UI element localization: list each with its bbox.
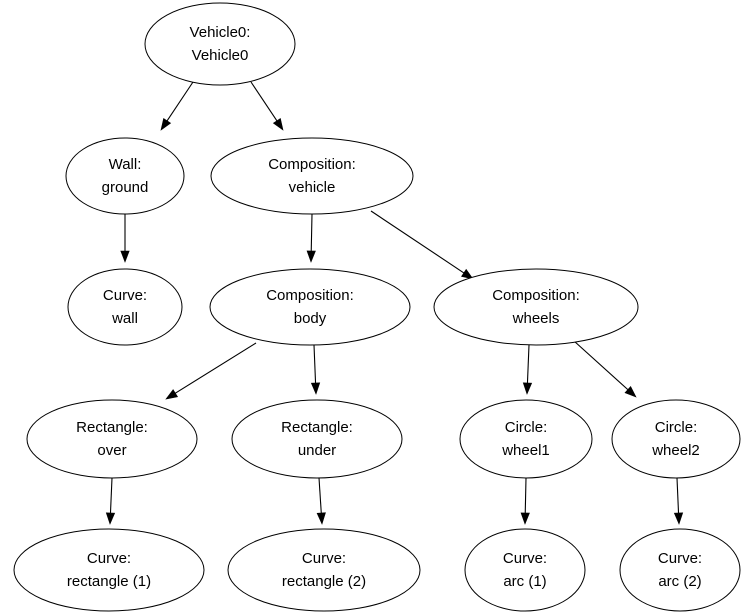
edge-arrowhead <box>120 250 130 263</box>
graph-edge <box>250 81 284 131</box>
edge-arrowhead <box>522 382 533 395</box>
node-label-name: wheel2 <box>651 442 700 459</box>
edge-line <box>175 342 257 394</box>
node-ellipse[interactable] <box>26 399 198 479</box>
edge-line <box>524 477 527 514</box>
graph-node-curve_rectangle_2[interactable]: Curve: rectangle (2) <box>227 528 421 612</box>
graph-edge <box>370 210 474 280</box>
node-label-name: under <box>298 442 336 459</box>
edge-line <box>313 344 317 384</box>
node-ellipse[interactable] <box>227 528 421 612</box>
edge-arrowhead <box>310 382 321 395</box>
edge-line <box>310 213 313 252</box>
edge-line <box>318 477 322 514</box>
node-ellipse[interactable] <box>611 399 741 479</box>
node-label-name: rectangle (1) <box>67 573 151 590</box>
node-ellipse[interactable] <box>67 268 183 346</box>
node-ellipse[interactable] <box>433 268 639 346</box>
edge-arrowhead <box>272 118 284 131</box>
graph-edge <box>120 214 130 263</box>
graph-node-circle_wheel1[interactable]: Circle: wheel1 <box>459 399 593 479</box>
graph-edge <box>160 81 194 131</box>
edge-line <box>573 340 629 391</box>
edge-arrowhead <box>105 512 116 525</box>
graph-node-rectangle_under[interactable]: Rectangle: under <box>231 399 403 479</box>
node-ellipse[interactable] <box>210 137 414 215</box>
graph-node-curve_arc_1[interactable]: Curve: arc (1) <box>464 528 586 612</box>
graph-edge <box>105 477 116 525</box>
node-label-type: Composition: <box>268 156 356 173</box>
edge-layer <box>105 81 684 525</box>
edge-arrowhead <box>673 512 684 525</box>
edge-arrowhead <box>160 118 172 131</box>
edge-arrowhead <box>165 389 179 400</box>
node-label-name: rectangle (2) <box>282 573 366 590</box>
node-label-name: Vehicle0 <box>192 47 249 64</box>
node-label-name: wheels <box>512 310 560 327</box>
graph-node-curve_arc_2[interactable]: Curve: arc (2) <box>619 528 741 612</box>
node-label-type: Curve: <box>503 550 547 567</box>
edge-line <box>166 81 194 122</box>
node-label-type: Curve: <box>658 550 702 567</box>
edge-line <box>370 210 465 274</box>
node-label-type: Rectangle: <box>281 419 353 436</box>
node-ellipse[interactable] <box>144 2 296 86</box>
node-ellipse[interactable] <box>65 137 185 215</box>
node-ellipse[interactable] <box>13 528 205 612</box>
node-label-name: vehicle <box>289 179 336 196</box>
edge-arrowhead <box>461 268 474 280</box>
graph-edge <box>306 213 316 263</box>
edge-line <box>109 477 113 514</box>
edge-arrowhead <box>520 512 530 525</box>
edge-arrowhead <box>306 250 316 263</box>
node-ellipse[interactable] <box>209 268 411 346</box>
graph-node-curve_wall[interactable]: Curve: wall <box>67 268 183 346</box>
graph-edge <box>673 477 684 525</box>
node-label-name: wall <box>111 310 138 327</box>
node-ellipse[interactable] <box>619 528 741 612</box>
edge-line <box>250 81 278 122</box>
graph-edge <box>310 344 321 395</box>
graph-edge <box>573 340 637 398</box>
edge-arrowhead <box>316 512 326 525</box>
node-label-type: Composition: <box>492 287 580 304</box>
node-ellipse[interactable] <box>464 528 586 612</box>
graph-node-curve_rectangle_1[interactable]: Curve: rectangle (1) <box>13 528 205 612</box>
graph-node-composition_vehicle[interactable]: Composition: vehicle <box>210 137 414 215</box>
edge-arrowhead <box>624 385 637 398</box>
node-label-name: body <box>294 310 327 327</box>
graph-node-wall_ground[interactable]: Wall: ground <box>65 137 185 215</box>
node-label-type: Curve: <box>302 550 346 567</box>
node-label-type: Wall: <box>109 156 142 173</box>
node-label-type: Circle: <box>505 419 548 436</box>
node-layer: Vehicle0:Vehicle0Wall:groundComposition:… <box>13 2 741 612</box>
node-label-name: arc (1) <box>503 573 546 590</box>
node-label-type: Curve: <box>87 550 131 567</box>
node-label-name: ground <box>102 179 149 196</box>
graph-node-composition_wheels[interactable]: Composition: wheels <box>433 268 639 346</box>
graph-edge <box>520 477 530 525</box>
node-label-name: arc (2) <box>658 573 701 590</box>
node-label-type: Composition: <box>266 287 354 304</box>
edge-line <box>526 344 530 384</box>
node-label-name: over <box>97 442 126 459</box>
node-ellipse[interactable] <box>459 399 593 479</box>
graph-node-rectangle_over[interactable]: Rectangle: over <box>26 399 198 479</box>
node-label-type: Vehicle0: <box>190 24 251 41</box>
node-ellipse[interactable] <box>231 399 403 479</box>
graph-node-circle_wheel2[interactable]: Circle: wheel2 <box>611 399 741 479</box>
node-label-type: Rectangle: <box>76 419 148 436</box>
graph-node-composition_body[interactable]: Composition: body <box>209 268 411 346</box>
node-label-type: Circle: <box>655 419 698 436</box>
graph-edge <box>165 342 257 400</box>
node-label-name: wheel1 <box>501 442 550 459</box>
graph-node-vehicle0[interactable]: Vehicle0: Vehicle0 <box>144 2 296 86</box>
edge-line <box>676 477 680 514</box>
graph-edge <box>316 477 326 525</box>
graph-edge <box>522 344 533 395</box>
node-label-type: Curve: <box>103 287 147 304</box>
